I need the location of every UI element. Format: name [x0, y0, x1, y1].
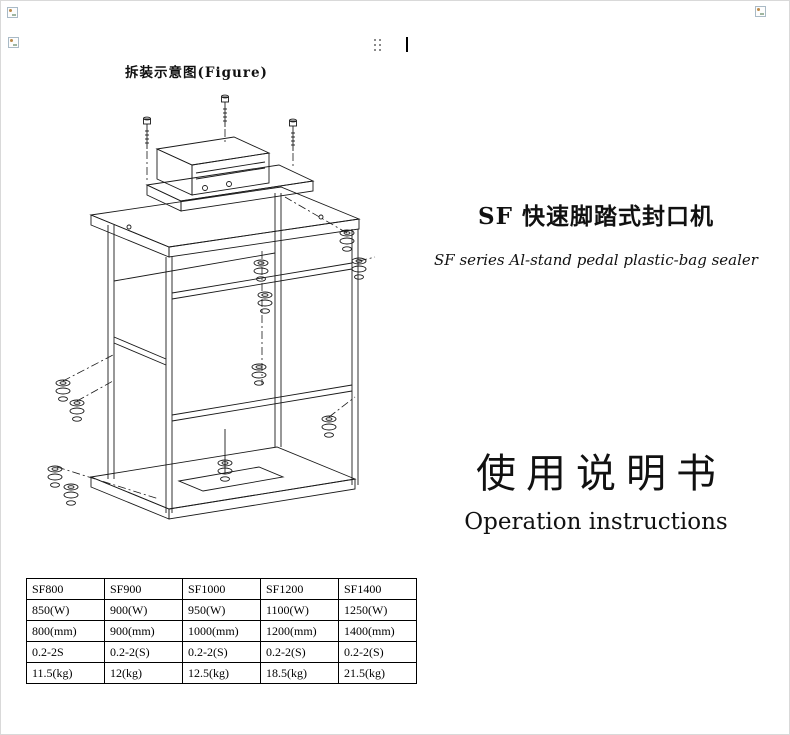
paragraph-drag-handle-icon: [374, 39, 376, 41]
fastener-stacks: [47, 94, 367, 506]
manual-title-en: Operation instructions: [464, 509, 728, 535]
spec-cell: 1000(mm): [182, 620, 261, 642]
spec-row-weight: 11.5(kg) 12(kg) 12.5(kg) 18.5(kg) 21.5(k…: [26, 662, 417, 684]
spec-row-length: 800(mm) 900(mm) 1000(mm) 1200(mm) 1400(m…: [26, 620, 417, 642]
image-placeholder-icon: [7, 7, 18, 18]
spec-cell: 11.5(kg): [26, 662, 105, 684]
spec-row-time: 0.2-2S 0.2-2(S) 0.2-2(S) 0.2-2(S) 0.2-2(…: [26, 641, 417, 663]
spec-cell: 1400(mm): [338, 620, 417, 642]
machine-exploded-figure: [29, 85, 381, 527]
spec-cell: 850(W): [26, 599, 105, 621]
spec-cell: 12(kg): [104, 662, 183, 684]
spec-cell: 1100(W): [260, 599, 339, 621]
spec-header-cell: SF1000: [182, 578, 261, 600]
spec-cell: 1200(mm): [260, 620, 339, 642]
spec-cell: 1250(W): [338, 599, 417, 621]
spec-cell: 0.2-2(S): [260, 641, 339, 663]
spec-cell: 0.2-2(S): [338, 641, 417, 663]
product-title-cn: SF 快速脚踏式封口机: [478, 203, 714, 230]
figure-caption: 拆装示意图(Figure): [125, 65, 268, 81]
spec-cell: 12.5(kg): [182, 662, 261, 684]
spec-header-cell: SF900: [104, 578, 183, 600]
image-placeholder-icon: [8, 37, 19, 48]
product-subtitle-en: SF series Al-stand pedal plastic-bag sea…: [434, 251, 758, 269]
machine-figure-svg: [47, 94, 376, 520]
leader-lines: [56, 129, 376, 500]
spec-header-cell: SF1200: [260, 578, 339, 600]
spec-cell: 800(mm): [26, 620, 105, 642]
spec-table: SF800 SF900 SF1000 SF1200 SF1400 850(W) …: [26, 578, 417, 684]
spec-row-power: 850(W) 900(W) 950(W) 1100(W) 1250(W): [26, 599, 417, 621]
spec-cell: 0.2-2(S): [104, 641, 183, 663]
text-cursor-icon: [406, 37, 408, 52]
spec-cell: 0.2-2S: [26, 641, 105, 663]
spec-cell: 0.2-2(S): [182, 641, 261, 663]
spec-cell: 900(mm): [104, 620, 183, 642]
spec-header-cell: SF1400: [338, 578, 417, 600]
manual-title-cn: 使用说明书: [476, 451, 726, 497]
spec-header-cell: SF800: [26, 578, 105, 600]
machine-frame: [89, 136, 361, 520]
spec-header-row: SF800 SF900 SF1000 SF1200 SF1400: [26, 578, 417, 600]
spec-cell: 900(W): [104, 599, 183, 621]
spec-cell: 21.5(kg): [338, 662, 417, 684]
image-placeholder-icon: [755, 6, 766, 17]
spec-cell: 18.5(kg): [260, 662, 339, 684]
spec-cell: 950(W): [182, 599, 261, 621]
